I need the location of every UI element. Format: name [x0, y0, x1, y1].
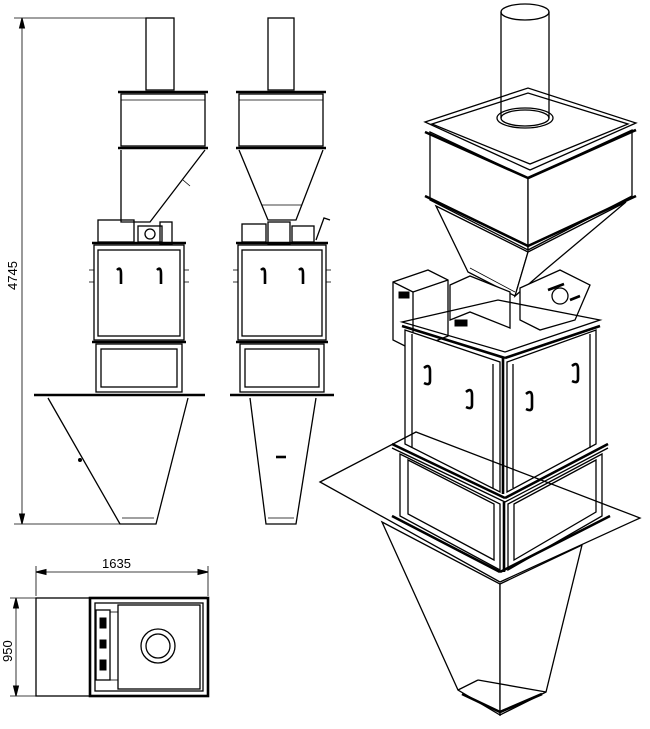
height-dimension: 4745	[5, 17, 150, 525]
front-view	[34, 17, 208, 525]
height-dimension-label: 4745	[5, 261, 20, 290]
top-view: 1635 950	[0, 556, 210, 698]
side-view	[230, 17, 334, 525]
depth-dimension-label: 950	[0, 640, 15, 662]
isometric-view	[318, 3, 642, 717]
width-dimension-label: 1635	[102, 556, 131, 571]
